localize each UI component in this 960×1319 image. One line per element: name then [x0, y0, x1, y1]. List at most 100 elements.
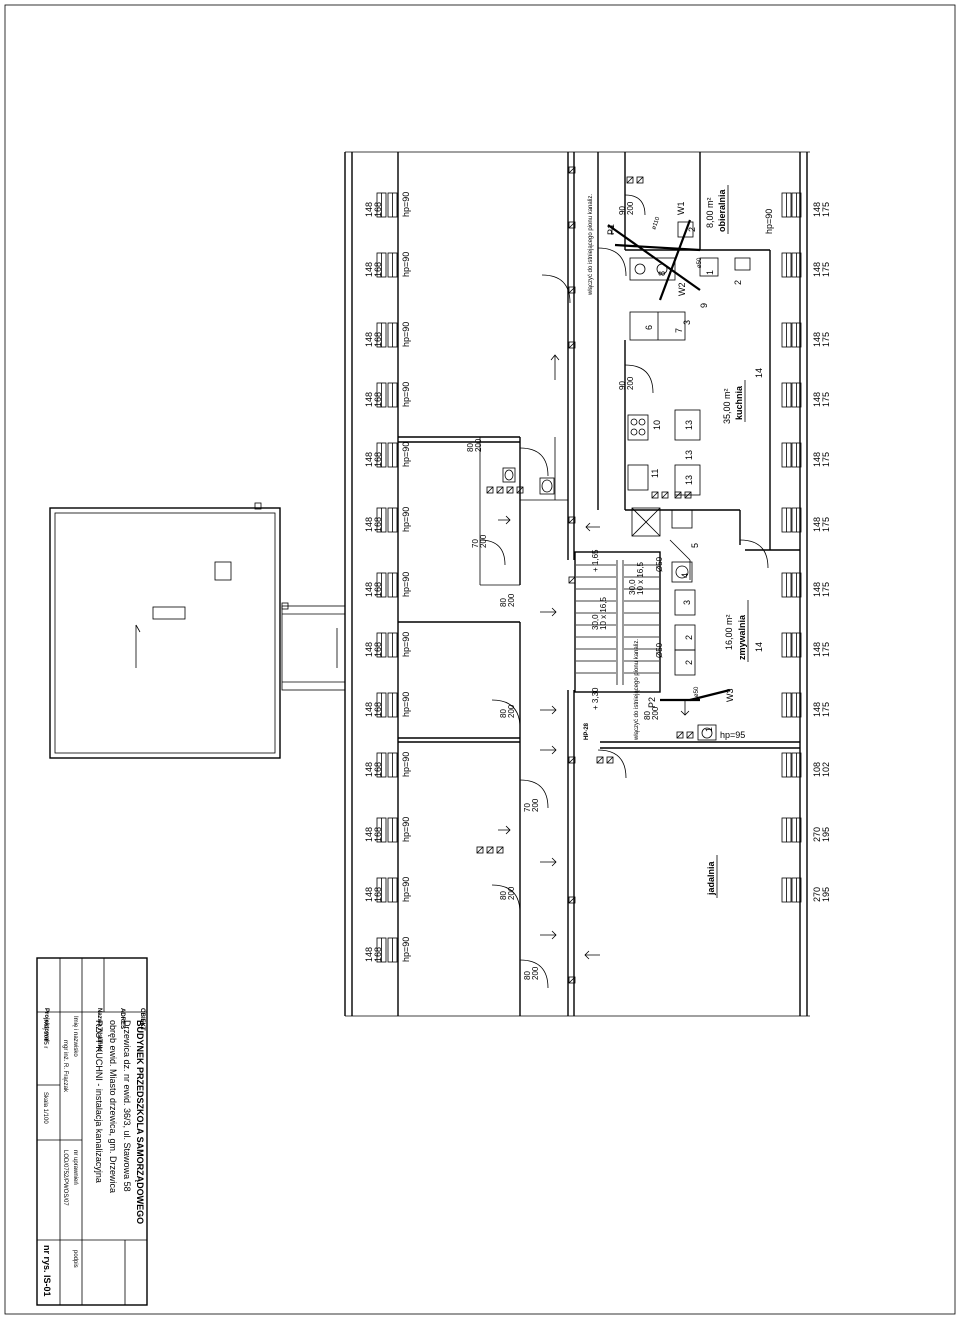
connect-note-2: włączyć do istniejącego pionu kanaliz. [634, 639, 640, 741]
staircase: 10 x 16,5 30,0 10 x 16,5 30,0 + 1,65 + 3… [576, 549, 659, 740]
door-label: 80200 [643, 706, 660, 720]
stair-label-a2: 30,0 [628, 579, 637, 595]
vent-marker [596, 756, 604, 764]
projektowal-label: Projektował [43, 1008, 49, 1042]
adres-line-1: Drzewica dz. nr ewid. 36/3, ul. Stawowa … [122, 1020, 132, 1192]
vent-marker [674, 491, 682, 499]
annex-building [49, 502, 346, 759]
eq-num: 10 [652, 420, 662, 430]
vent-marker [686, 731, 694, 739]
stair-label-b2: 30,0 [591, 614, 600, 630]
hp-zmywalnia: hp=95 [720, 730, 745, 740]
room-name-jadalnia: jadalnia [706, 860, 716, 896]
window-height-label: 175 [821, 582, 831, 597]
window-height-label: 168 [373, 827, 383, 842]
eq-num: 2 [687, 227, 697, 232]
nazwa-label: Nazwa rysunku [96, 1008, 102, 1052]
pipe-diam: ø50 [694, 686, 700, 697]
window-height-label: 175 [821, 702, 831, 717]
window-width-label: 148 [364, 262, 374, 277]
vent-marker [661, 491, 669, 499]
window-sill-label: hp=90 [401, 877, 411, 902]
vent-marker [626, 176, 634, 184]
pipe-diam: Ø50 [655, 642, 664, 658]
vent-marker [568, 896, 576, 904]
level-marker-b: + 3,30 [591, 687, 600, 710]
window-sill-label: hp=90 [401, 507, 411, 532]
branch-w1: W1 [676, 202, 686, 216]
window-sill-label: hp=90 [401, 442, 411, 467]
window-height-label: 168 [373, 517, 383, 532]
riser-p1: P1 [606, 224, 616, 235]
eq-num: 7 [674, 328, 684, 333]
skala-value: Skala 1/100 [42, 1092, 48, 1124]
podpis-label: podpis [72, 1250, 78, 1268]
window-sill-label: hp=90 [401, 692, 411, 717]
window-width-label: 148 [812, 642, 822, 657]
title-block: OBIEKT ADRES Nazwa rysunku Projektował B… [36, 957, 148, 1306]
pipe-diam: Ø50 [655, 556, 664, 572]
window-height-label: 175 [821, 202, 831, 217]
window-width-label: 148 [812, 392, 822, 407]
window-width-label: 148 [812, 452, 822, 467]
door-label: 90200 [618, 201, 635, 215]
vent-marker [568, 286, 576, 294]
window-height-label: 175 [821, 262, 831, 277]
window-sill-label: hp=90 [401, 382, 411, 407]
obiekt-label: OBIEKT [139, 1008, 145, 1031]
eq-num: 6 [644, 325, 654, 330]
imie-label: Imię i nazwisko [72, 1016, 78, 1057]
room-labels: obieralnia 8,00 m² hp=90 kuchnia 35,00 m… [705, 185, 774, 898]
window-width-label: 148 [812, 332, 822, 347]
obiekt-value: BUDYNEK PRZEDSZKOLA SAMORZĄDOWEGO [135, 1020, 145, 1224]
eq-num: 9 [699, 303, 709, 308]
window-width-label: 148 [812, 582, 822, 597]
windows-right [781, 192, 802, 903]
pipe-diam: ø110 [651, 216, 661, 231]
drawing-name: RZUT KUCHNI - instalacja kanalizacyjna [94, 1020, 104, 1183]
room-area-zmywalnia: 16,00 m² [724, 614, 734, 650]
eq-num: 4 [680, 573, 690, 578]
window-height-label: 168 [373, 202, 383, 217]
connect-note-1: włączyć do istniejącego pionu kanaliz. [588, 194, 594, 296]
door-label: 80200 [499, 593, 516, 607]
hp-obieralnia: hp=90 [764, 209, 774, 234]
window-height-label: 102 [821, 762, 831, 777]
window-width-label: 148 [364, 517, 374, 532]
vent-marker [568, 166, 576, 174]
window-height-label: 168 [373, 332, 383, 347]
pipe-labels: P1 P2 W1 W2 W3 ø110 ø50 ø50 Ø50 Ø50 włąc… [588, 194, 735, 741]
door-label: 70200 [471, 534, 488, 548]
window-height-label: 168 [373, 887, 383, 902]
window-width-label: 148 [364, 642, 374, 657]
window-width-label: 270 [812, 887, 822, 902]
branch-w2: W2 [677, 283, 687, 297]
window-height-label: 175 [821, 332, 831, 347]
window-width-label: 148 [364, 582, 374, 597]
windows-left [376, 192, 398, 963]
window-width-label: 148 [812, 262, 822, 277]
window-width-label: 148 [364, 762, 374, 777]
vent-markers [476, 166, 694, 984]
window-width-label: 148 [364, 392, 374, 407]
branch-w3: W3 [725, 689, 735, 703]
data-value: Maj 2015 r [42, 1020, 48, 1048]
window-height-label: 168 [373, 582, 383, 597]
window-width-label: 148 [364, 702, 374, 717]
vent-marker [506, 486, 514, 494]
flow-arrows [498, 354, 690, 960]
window-sill-label: hp=90 [401, 632, 411, 657]
adres-label: ADRES [119, 1008, 125, 1029]
window-height-label: 168 [373, 762, 383, 777]
window-height-label: 168 [373, 452, 383, 467]
door-label: 70200 [523, 798, 540, 812]
door-label: 80200 [499, 886, 516, 900]
vent-marker [606, 756, 614, 764]
window-sill-label: hp=90 [401, 252, 411, 277]
door-labels: 90200 90200 80200 70200 80200 80200 8020… [466, 201, 660, 980]
adres-line-2: obręb ewid. Miasto drzewica, gm. Drzewic… [108, 1020, 118, 1193]
level-marker-a: + 1,65 [591, 549, 600, 572]
